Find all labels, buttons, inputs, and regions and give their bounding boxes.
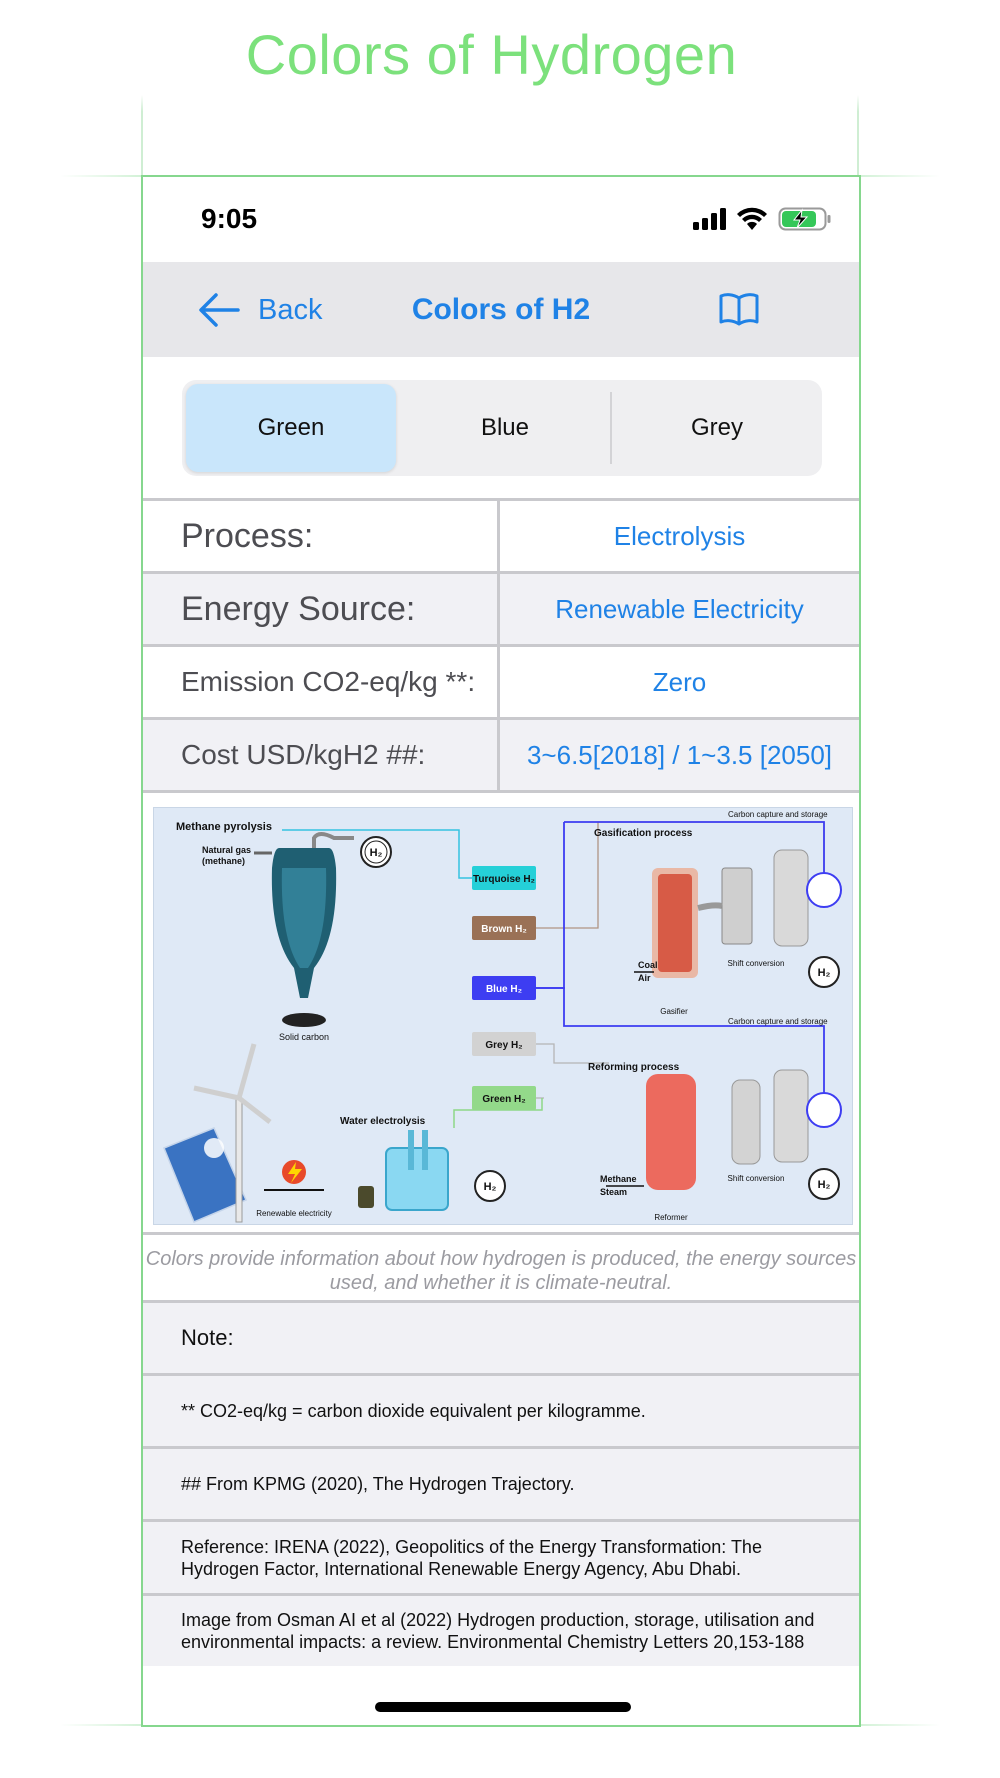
diagram-label: H₂	[818, 1179, 831, 1191]
row-value-cost: 3~6.5[2018] / 1~3.5 [2050]	[526, 739, 833, 770]
diagram-label: Solid carbon	[279, 1032, 329, 1042]
diagram-label: Reforming process	[588, 1062, 680, 1073]
note-reference: Reference: IRENA (2022), Geopolitics of …	[143, 1519, 859, 1593]
segment-divider	[610, 392, 612, 464]
wifi-icon	[737, 207, 767, 230]
diagram-label: Water electrolysis	[340, 1116, 426, 1127]
diagram-caption: Colors provide information about how hyd…	[143, 1232, 859, 1300]
diagram-label: Renewable electricity	[256, 1209, 332, 1218]
diagram-label: Brown H₂	[481, 924, 527, 935]
diagram-label: Gasifier	[660, 1007, 688, 1016]
segment-area: Green Blue Grey	[143, 357, 859, 497]
diagram-label: Gasification process	[594, 828, 693, 839]
note-co2: ** CO2-eq/kg = carbon dioxide equivalent…	[143, 1373, 859, 1446]
diagram-label: Carbon capture and storage	[728, 1017, 828, 1026]
background-line-left	[141, 95, 143, 177]
tab-blue[interactable]: Blue	[480, 414, 530, 441]
row-value-emission: Zero	[652, 666, 707, 697]
diagram-label: (methane)	[202, 856, 245, 866]
back-label: Back	[258, 293, 323, 326]
phone-screen: 9:05 Bac	[141, 175, 861, 1727]
home-indicator[interactable]	[375, 1702, 631, 1712]
diagram-label: Reformer	[654, 1213, 688, 1222]
note-image-source: Image from Osman AI et al (2022) Hydroge…	[143, 1593, 859, 1666]
note-kpmg: ## From KPMG (2020), The Hydrogen Trajec…	[143, 1446, 859, 1519]
diagram-label: Steam	[600, 1187, 627, 1197]
row-value-energy-source: Renewable Electricity	[555, 593, 804, 624]
diagram-label: Natural gas	[202, 845, 251, 855]
tab-grey[interactable]: Grey	[690, 414, 743, 441]
row-value-process: Electrolysis	[613, 520, 746, 551]
status-time: 9:05	[201, 203, 258, 234]
row-label-energy-source: Energy Source:	[143, 574, 500, 644]
row-label-emission: Emission CO2-eq/kg **:	[143, 647, 500, 717]
diagram-label: Carbon capture and storage	[728, 810, 828, 819]
status-bar: 9:05	[143, 177, 859, 262]
signal-icon	[693, 208, 726, 230]
color-segmented-control: Green Blue Grey	[182, 380, 822, 476]
background-line-right	[857, 95, 859, 177]
arrow-left-icon	[199, 293, 240, 327]
table-row: Process: Electrolysis	[143, 498, 859, 571]
status-icons	[693, 207, 831, 231]
table-row: Cost USD/kgH2 ##: 3~6.5[2018] / 1~3.5 [2…	[143, 717, 859, 793]
note-heading: Note:	[143, 1300, 859, 1373]
table-row: Energy Source: Renewable Electricity	[143, 571, 859, 644]
diagram-svg: H₂ Methane pyrolysis Natural gas (methan…	[163, 810, 842, 1223]
tab-green[interactable]: Green	[186, 384, 396, 472]
back-button[interactable]: Back	[198, 290, 322, 330]
diagram-label: Methane pyrolysis	[176, 821, 272, 833]
pyrolysis-reactor	[254, 832, 354, 1027]
notes-section: Note: ** CO2-eq/kg = carbon dioxide equi…	[143, 1300, 859, 1666]
diagram-label: H₂	[818, 967, 831, 979]
row-label-process: Process:	[143, 501, 500, 571]
diagram-label: Blue H₂	[486, 984, 522, 995]
diagram-label: Air	[638, 973, 651, 983]
diagram-label: Green H₂	[482, 1094, 525, 1105]
battery-charging-icon	[778, 207, 831, 231]
diagram-label: H₂	[484, 1181, 497, 1193]
solar-panel	[163, 1127, 247, 1223]
wind-turbine	[193, 1043, 272, 1223]
table-row: Emission CO2-eq/kg **: Zero	[143, 644, 859, 717]
row-label-cost: Cost USD/kgH2 ##:	[143, 720, 500, 790]
book-icon[interactable]	[719, 292, 759, 326]
diagram-label: Grey H₂	[485, 1040, 522, 1051]
diagram-label: Shift conversion	[728, 959, 785, 968]
diagram-label: Coal	[638, 960, 658, 970]
diagram-label: H₂	[370, 847, 383, 859]
page-title: Colors of Hydrogen	[245, 23, 738, 86]
properties-table: Process: Electrolysis Energy Source: Ren…	[143, 498, 859, 793]
diagram-label: Shift conversion	[728, 1174, 785, 1183]
hydrogen-production-diagram: H₂ Methane pyrolysis Natural gas (methan…	[153, 807, 853, 1225]
diagram-label: Turquoise H₂	[473, 874, 535, 885]
navigation-bar: Back Colors of H2	[143, 262, 859, 357]
diagram-label: Methane	[600, 1174, 637, 1184]
